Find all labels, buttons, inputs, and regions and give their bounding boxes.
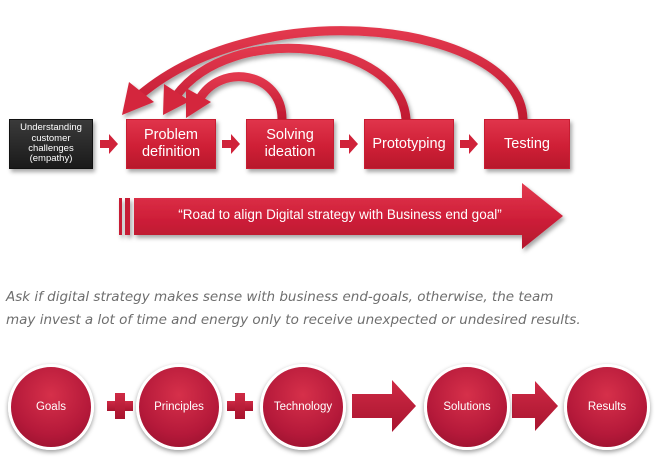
circle-label: Solutions — [443, 401, 491, 413]
caption-line: Ask if digital strategy makes sense with… — [6, 289, 554, 305]
feedback-arrowhead-prototyping — [163, 84, 190, 115]
feedback-arrowhead-testing — [122, 82, 154, 115]
circle-solutions: Solutions — [424, 364, 510, 450]
road-arrow-tail-stripe-2 — [125, 198, 130, 235]
step-testing-label: Testing — [504, 135, 550, 152]
connector-arrow-3 — [340, 134, 358, 154]
plus-icon-2 — [227, 393, 253, 419]
label-line: customer — [31, 132, 71, 144]
step-solving-label: Solving ideation — [265, 127, 316, 160]
feedback-arc-prototyping — [171, 43, 411, 124]
circle-label: Goals — [35, 401, 67, 413]
road-arrow — [119, 183, 563, 249]
circle-results: Results — [564, 364, 650, 450]
road-arrow-label: “Road to align Digital strategy with Bus… — [178, 206, 502, 222]
equation-arrows — [352, 380, 558, 432]
plus-signs — [107, 393, 253, 419]
step-understanding-label: Understanding customer challenges (empat… — [20, 122, 82, 165]
connector-arrow-4 — [460, 134, 478, 154]
circle-goals: Goals — [8, 364, 94, 450]
then-arrow-icon — [512, 381, 558, 431]
circle-label: Technology — [273, 401, 333, 413]
equals-arrow-icon — [352, 380, 416, 432]
step-prototyping-label: Prototyping — [372, 135, 446, 152]
label-line: ideation — [264, 144, 316, 160]
label-line: (empathy) — [29, 153, 73, 165]
road-arrow-tail-stripe-1 — [119, 198, 122, 235]
road-arrow-body — [134, 183, 563, 249]
circle-label: Principles — [154, 401, 204, 413]
step-prototyping: Prototyping — [364, 119, 454, 169]
connector-arrow-1 — [100, 134, 118, 154]
step-understanding-customer: Understanding customer challenges (empat… — [9, 119, 93, 169]
caption-text: Ask if digital strategy makes sense with… — [6, 286, 650, 332]
label-line: Solving — [266, 127, 314, 144]
label-line: challenges — [28, 143, 74, 154]
feedback-arrowhead-solving — [186, 88, 211, 118]
step-problem-label: Problem definition — [142, 127, 200, 160]
connector-arrow-2 — [222, 134, 240, 154]
plus-icon-1 — [107, 393, 133, 419]
circle-label: Results — [587, 401, 627, 413]
flow-connectors — [100, 134, 478, 154]
feedback-arc-solving — [194, 72, 287, 124]
step-solving-ideation: Solving ideation — [246, 119, 334, 169]
label-line: Problem — [143, 127, 198, 144]
circle-principles: Principles — [136, 364, 222, 450]
step-testing: Testing — [484, 119, 570, 169]
caption-line: may invest a lot of time and energy only… — [6, 312, 581, 328]
feedback-arc-testing — [135, 26, 528, 124]
feedback-arcs — [122, 26, 528, 124]
circle-technology: Technology — [260, 364, 346, 450]
step-problem-definition: Problem definition — [126, 119, 216, 169]
label-line: Understanding — [20, 122, 82, 134]
label-line: definition — [141, 144, 201, 160]
